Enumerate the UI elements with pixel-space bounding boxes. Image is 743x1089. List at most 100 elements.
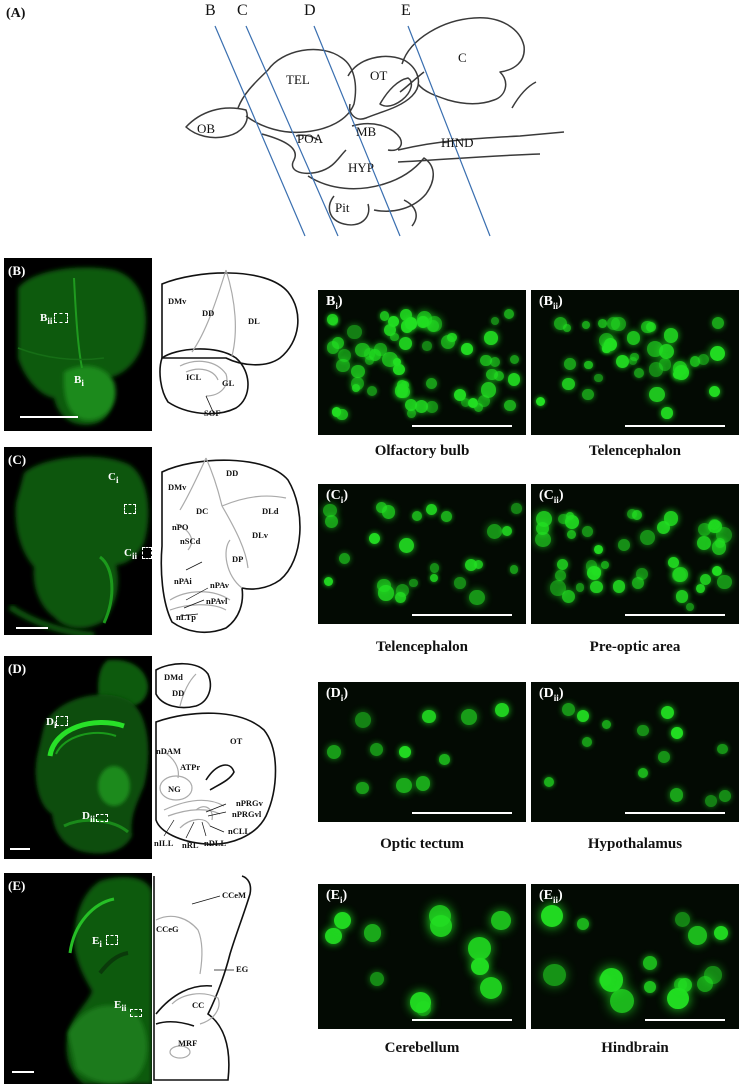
fluorescent-nucleus	[441, 335, 455, 349]
atlas-label: nPO	[172, 522, 189, 532]
fluorescent-nucleus	[610, 988, 635, 1013]
atlas-c: DD DMv DC DLd DLv nPO nSCd DP nPAi nPAv …	[156, 450, 306, 635]
section-line-label-b: B	[205, 2, 216, 19]
caption-cii: Pre-optic area	[589, 639, 681, 655]
mark-bii: Bii	[40, 312, 53, 327]
fluorescent-nucleus	[331, 407, 341, 417]
section-image-b: Bii Bi	[4, 258, 152, 431]
fluorescent-nucleus	[617, 539, 630, 551]
fluorescent-nucleus	[454, 577, 466, 589]
fluorescent-nucleus	[421, 709, 436, 724]
micrograph-label: (Di)	[326, 686, 348, 703]
atlas-label: nLTp	[176, 612, 197, 622]
fluorescent-nucleus	[461, 709, 478, 725]
fluorescent-nucleus	[535, 396, 545, 407]
fluorescent-nucleus	[369, 743, 383, 757]
fluorescent-nucleus	[719, 789, 732, 802]
fluorescent-nucleus	[554, 570, 566, 581]
section-image-c: Ci Cii	[4, 447, 152, 635]
fluorescent-nucleus	[673, 567, 689, 583]
fluorescent-nucleus	[430, 573, 439, 583]
micrograph-di: (Di)	[318, 682, 526, 822]
fluorescent-nucleus	[400, 380, 410, 389]
fluorescent-nucleus	[634, 367, 645, 378]
inset-box-cii	[142, 547, 152, 559]
fluorescent-nucleus	[469, 589, 485, 606]
fluorescent-nucleus	[601, 341, 613, 352]
fluorescent-nucleus	[668, 557, 679, 569]
fluorescent-nucleus	[369, 532, 381, 544]
fluorescent-nucleus	[717, 574, 733, 590]
fluorescent-nucleus	[582, 388, 595, 401]
panel-c-label: (C)	[8, 452, 27, 467]
fluorescent-nucleus	[586, 565, 602, 580]
fluorescent-nucleus	[410, 991, 431, 1013]
region-tel: TEL	[286, 72, 310, 87]
fluorescent-nucleus	[351, 383, 360, 392]
fluorescent-nucleus	[461, 398, 471, 408]
fluorescent-nucleus	[558, 513, 569, 525]
fluorescent-nucleus	[425, 503, 438, 516]
fluorescent-nucleus	[658, 750, 671, 763]
atlas-label: nPRGvl	[232, 809, 262, 819]
fluorescent-nucleus	[556, 559, 569, 571]
fluorescent-nucleus	[355, 342, 370, 358]
fluorescent-nucleus	[398, 337, 412, 350]
atlas-label: NG	[168, 784, 181, 794]
micrograph-dii: (Dii)	[531, 682, 739, 822]
fluorescent-nucleus	[611, 316, 626, 332]
fluorescent-nucleus	[647, 341, 663, 357]
atlas-label: nPAi	[174, 576, 192, 586]
mark-ci: Ci	[108, 471, 119, 486]
fluorescent-nucleus	[351, 364, 365, 379]
caption-ei: Cerebellum	[384, 1040, 460, 1056]
caption-bii: Telencephalon	[589, 443, 681, 459]
fluorescent-nucleus	[663, 328, 678, 343]
caption-di: Optic tectum	[380, 836, 464, 852]
atlas-label: DLv	[252, 530, 269, 540]
inset-box-ei	[106, 935, 118, 945]
micrograph-cii: (Cii)	[531, 484, 739, 624]
atlas-label: DP	[232, 554, 244, 564]
mark-eii: Eii	[114, 999, 127, 1014]
fluorescent-nucleus	[439, 754, 450, 765]
fluorescent-nucleus	[601, 719, 612, 730]
fluorescent-nucleus	[629, 352, 639, 362]
fluorescent-nucleus	[334, 912, 352, 930]
fluorescent-nucleus	[356, 781, 369, 795]
fluorescent-nucleus	[406, 409, 416, 419]
fluorescent-nucleus	[405, 398, 418, 411]
fluorescent-nucleus	[594, 545, 604, 555]
atlas-label: nRL	[182, 840, 199, 850]
panel-a-label: (A)	[6, 6, 26, 21]
fluorescent-nucleus	[454, 389, 467, 402]
region-mb: MB	[356, 124, 377, 139]
fluorescent-nucleus	[473, 403, 483, 412]
fluorescent-nucleus	[381, 351, 398, 368]
fluorescent-nucleus	[399, 746, 412, 758]
fluorescent-nucleus	[404, 317, 418, 330]
region-poa: POA	[297, 131, 324, 146]
fluorescent-nucleus	[657, 520, 671, 534]
inset-box-eii	[130, 1009, 142, 1017]
fluorescent-nucleus	[336, 408, 348, 421]
fluorescent-nucleus	[700, 573, 712, 585]
region-c: C	[458, 50, 467, 65]
fluorescent-nucleus	[490, 357, 500, 368]
fluorescent-nucleus	[491, 910, 512, 931]
fluorescent-nucleus	[324, 577, 334, 587]
fluorescent-nucleus	[504, 399, 516, 412]
panel-e-label: (E)	[8, 878, 26, 893]
fluorescent-nucleus	[329, 316, 339, 326]
fluorescent-nucleus	[565, 511, 575, 521]
fluorescent-nucleus	[576, 709, 590, 723]
section-line-label-d: D	[304, 2, 316, 19]
fluorescent-nucleus	[631, 509, 643, 521]
fluorescent-nucleus	[598, 973, 612, 986]
mark-di: Di	[46, 716, 57, 731]
fluorescent-nucleus	[398, 538, 414, 554]
fluorescent-nucleus	[461, 342, 473, 355]
fluorescent-nucleus	[339, 553, 351, 565]
fluorescent-nucleus	[484, 331, 498, 345]
atlas-label: ICL	[186, 372, 202, 382]
